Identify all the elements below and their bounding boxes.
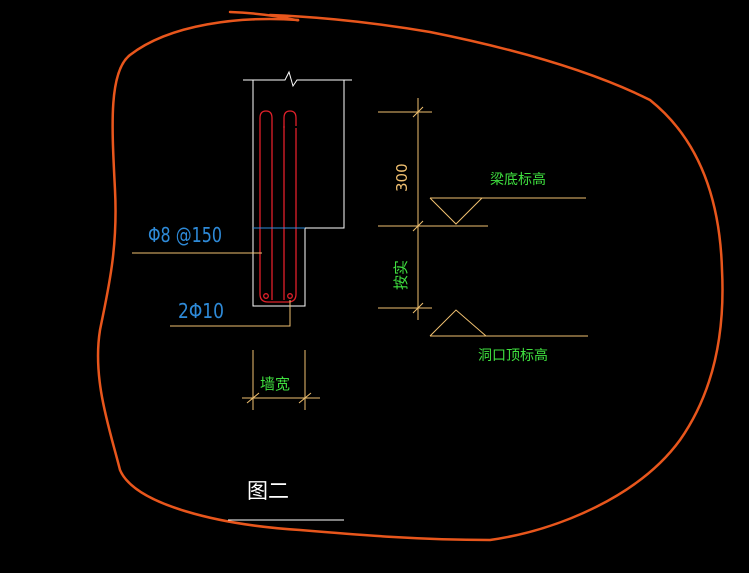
section-outline <box>252 80 345 307</box>
opening-top-elevation-mark <box>429 309 588 337</box>
figure-caption: 图二 <box>247 479 289 503</box>
beam-bottom-elevation-label: 梁底标高 <box>490 171 546 188</box>
stirrup-hook-right <box>283 110 297 128</box>
beam-bottom-elevation-mark <box>429 197 586 225</box>
height-dimension <box>378 98 488 320</box>
lintel-outline <box>243 70 352 307</box>
opening-top-elevation-label: 洞口顶标高 <box>478 347 548 364</box>
stirrup <box>259 128 297 303</box>
stirrup-label: Φ8 @150 <box>148 223 222 247</box>
bottom-bars-label: 2Φ10 <box>178 299 224 323</box>
break-line <box>243 70 352 88</box>
dimension-300-label: 300 <box>393 163 411 192</box>
bottom-bar-leader <box>170 300 291 327</box>
stirrup-hook-left <box>259 110 273 128</box>
bottom-bar-left <box>263 293 269 299</box>
bottom-bar-right <box>287 293 293 299</box>
rebar-cage <box>259 110 297 303</box>
markup-circle <box>96 10 724 542</box>
wall-width-label: 墙宽 <box>260 375 290 393</box>
dimension-height-label: 按实 <box>392 260 410 290</box>
wall-width-dimension <box>242 350 320 410</box>
